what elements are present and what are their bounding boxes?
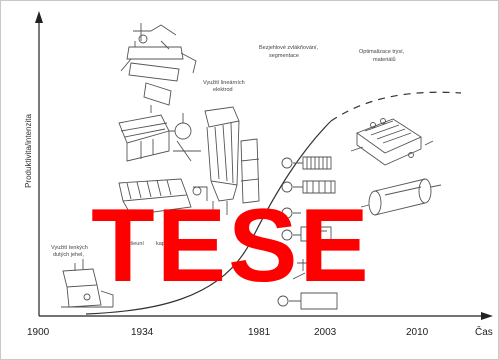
x-axis-arrow xyxy=(481,312,493,320)
year-2010: 2010 xyxy=(406,327,429,338)
annotation-linear-line2: elektrod xyxy=(213,87,233,93)
patent-drawing-segmentation xyxy=(277,156,338,310)
y-axis-label: Produktivita/intenzita xyxy=(24,114,33,188)
patent-drawing-needle xyxy=(61,259,114,308)
patent-drawing-cylinder xyxy=(360,178,442,216)
annotation-segment-line2: segmentace xyxy=(269,53,299,59)
time-label: Čas xyxy=(475,325,493,338)
patent-drawing-left-1 xyxy=(118,113,201,162)
annotation-early-line1: Využití tenkých xyxy=(51,245,88,251)
year-1900: 1900 xyxy=(27,327,50,338)
y-axis-arrow xyxy=(35,11,43,23)
annotation-mid-right: kapilár xyxy=(156,241,172,247)
patent-drawing-top xyxy=(120,23,197,113)
patent-drawing-nozzle xyxy=(350,118,434,166)
annotation-optim-line1: Optimalizace trysí, xyxy=(359,49,405,55)
year-2003: 2003 xyxy=(314,327,337,338)
annotation-optim-line2: materiálů xyxy=(373,56,396,63)
year-1981: 1981 xyxy=(248,327,271,338)
annotation-mid-left: vyšeuní xyxy=(125,241,144,247)
patent-drawing-linear xyxy=(204,106,260,215)
tese-overlay-text: TESE xyxy=(91,188,371,304)
annotation-linear-line1: Využití lineárních xyxy=(203,80,245,86)
growth-curve-dashed xyxy=(330,91,462,122)
patent-drawing-left-2 xyxy=(118,178,208,216)
annotation-early-line2: dutých jehel, xyxy=(53,252,84,258)
year-1934: 1934 xyxy=(131,327,154,338)
annotation-segment-line1: Bezjehlové zvlákňování, xyxy=(259,45,318,51)
growth-curve-solid xyxy=(85,120,332,315)
